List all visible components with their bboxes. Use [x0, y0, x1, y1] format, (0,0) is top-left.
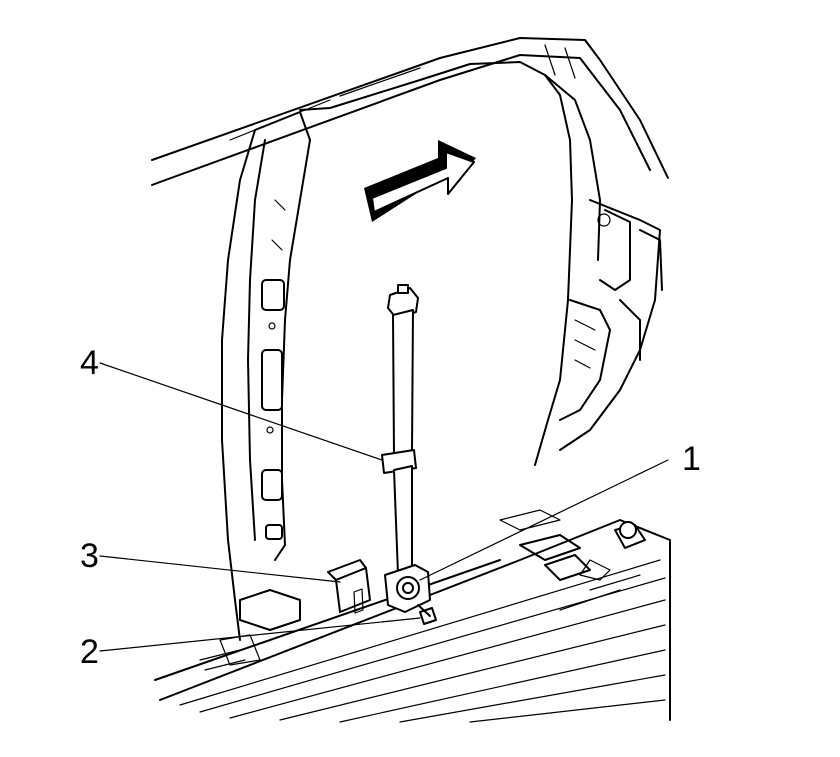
door-opening [299, 61, 601, 466]
leader-line-3 [99, 555, 341, 583]
leader-line-4 [99, 362, 383, 461]
callout-2: 2 [80, 633, 99, 671]
roof-rail [151, 37, 669, 186]
callout-4: 4 [80, 344, 99, 382]
floor [154, 509, 671, 723]
leader-line-1 [419, 459, 669, 581]
seat-belt-assembly [381, 284, 437, 625]
rear-door-area [559, 199, 663, 451]
forward-arrow-icon [364, 140, 476, 222]
leader-line-2 [99, 617, 421, 652]
callout-3: 3 [80, 537, 99, 575]
leader-lines [99, 362, 669, 652]
b-pillar [221, 111, 311, 641]
anchor-bracket [327, 559, 371, 614]
callout-1: 1 [682, 440, 701, 478]
lower-pillar-bracket [199, 589, 301, 671]
